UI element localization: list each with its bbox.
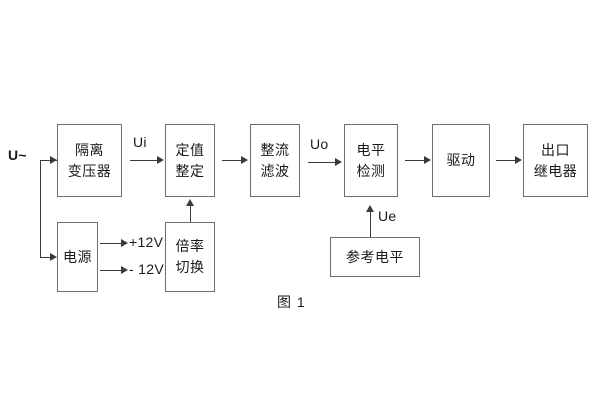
block-rectifier-filter-line-1: 整流 bbox=[260, 141, 290, 158]
block-rectifier-filter-line-2: 滤波 bbox=[260, 162, 290, 179]
block-isolation-transformer-line-1: 隔离 bbox=[75, 141, 104, 158]
block-rectifier-filter[interactable]: 整流 滤波 bbox=[250, 124, 300, 197]
block-power-supply-line-1: 电源 bbox=[63, 248, 92, 265]
block-reference-level-line-1: 参考电平 bbox=[346, 248, 404, 265]
rail-positive-label: +12V bbox=[129, 234, 164, 250]
block-setting-adjustment[interactable]: 定值 整定 bbox=[165, 124, 215, 197]
block-power-supply[interactable]: 电源 bbox=[57, 222, 98, 292]
block-isolation-transformer[interactable]: 隔离 变压器 bbox=[57, 124, 122, 197]
transformer-to-setting-line bbox=[130, 160, 158, 161]
arrow-into-level-detection-from-reference bbox=[365, 205, 374, 212]
rail-negative-label: - 12V bbox=[129, 261, 164, 277]
block-multiplier-switch-line-2: 切换 bbox=[175, 259, 205, 275]
block-multiplier-switch-line-1: 倍率 bbox=[175, 238, 205, 255]
rail-positive-line bbox=[100, 243, 122, 244]
driver-to-relay-line bbox=[496, 160, 516, 161]
branch-to-transformer-line bbox=[40, 160, 51, 161]
multiplier-to-setting-line bbox=[190, 206, 191, 222]
arrow-into-setting-adjustment-from-multiplier bbox=[185, 199, 194, 206]
signal-label-uo: Uo bbox=[310, 136, 329, 152]
signal-label-ue: Ue bbox=[378, 208, 397, 224]
rectifier-to-level-line bbox=[308, 162, 336, 163]
level-to-driver-line bbox=[405, 160, 425, 161]
arrow-into-setting-adjustment bbox=[157, 155, 164, 164]
block-isolation-transformer-line-2: 变压器 bbox=[67, 162, 112, 179]
arrow-rail-positive bbox=[121, 238, 128, 247]
arrow-rail-negative bbox=[121, 265, 128, 274]
arrow-into-driver bbox=[424, 155, 431, 164]
input-source-label: U~ bbox=[8, 147, 27, 163]
input-branch-vertical-line bbox=[40, 160, 41, 257]
block-output-relay-line-2: 继电器 bbox=[533, 162, 578, 179]
block-setting-adjustment-line-1: 定值 bbox=[175, 141, 205, 158]
branch-to-power-supply-line bbox=[40, 257, 51, 258]
block-driver[interactable]: 驱动 bbox=[432, 124, 490, 197]
arrow-into-rectifier-filter bbox=[241, 155, 248, 164]
block-multiplier-switch[interactable]: 倍率 切换 bbox=[165, 222, 215, 292]
figure-caption: 图 1 bbox=[277, 294, 306, 310]
block-level-detection-line-1: 电平 bbox=[356, 141, 386, 158]
block-reference-level[interactable]: 参考电平 bbox=[330, 237, 420, 277]
block-setting-adjustment-line-2: 整定 bbox=[175, 162, 205, 179]
setting-to-rectifier-line bbox=[222, 160, 242, 161]
block-output-relay[interactable]: 出口 继电器 bbox=[523, 124, 588, 197]
block-driver-line-1: 驱动 bbox=[446, 152, 476, 169]
arrow-into-power-supply bbox=[50, 252, 57, 261]
block-level-detection[interactable]: 电平 检测 bbox=[344, 124, 398, 197]
arrow-into-level-detection bbox=[335, 157, 342, 166]
rail-negative-line bbox=[100, 270, 122, 271]
arrow-into-isolation-transformer bbox=[50, 155, 57, 164]
arrow-into-output-relay bbox=[515, 155, 522, 164]
reference-to-level-line bbox=[370, 212, 371, 237]
signal-label-ui: Ui bbox=[133, 134, 147, 150]
block-level-detection-line-2: 检测 bbox=[356, 162, 386, 179]
block-output-relay-line-1: 出口 bbox=[541, 141, 570, 158]
